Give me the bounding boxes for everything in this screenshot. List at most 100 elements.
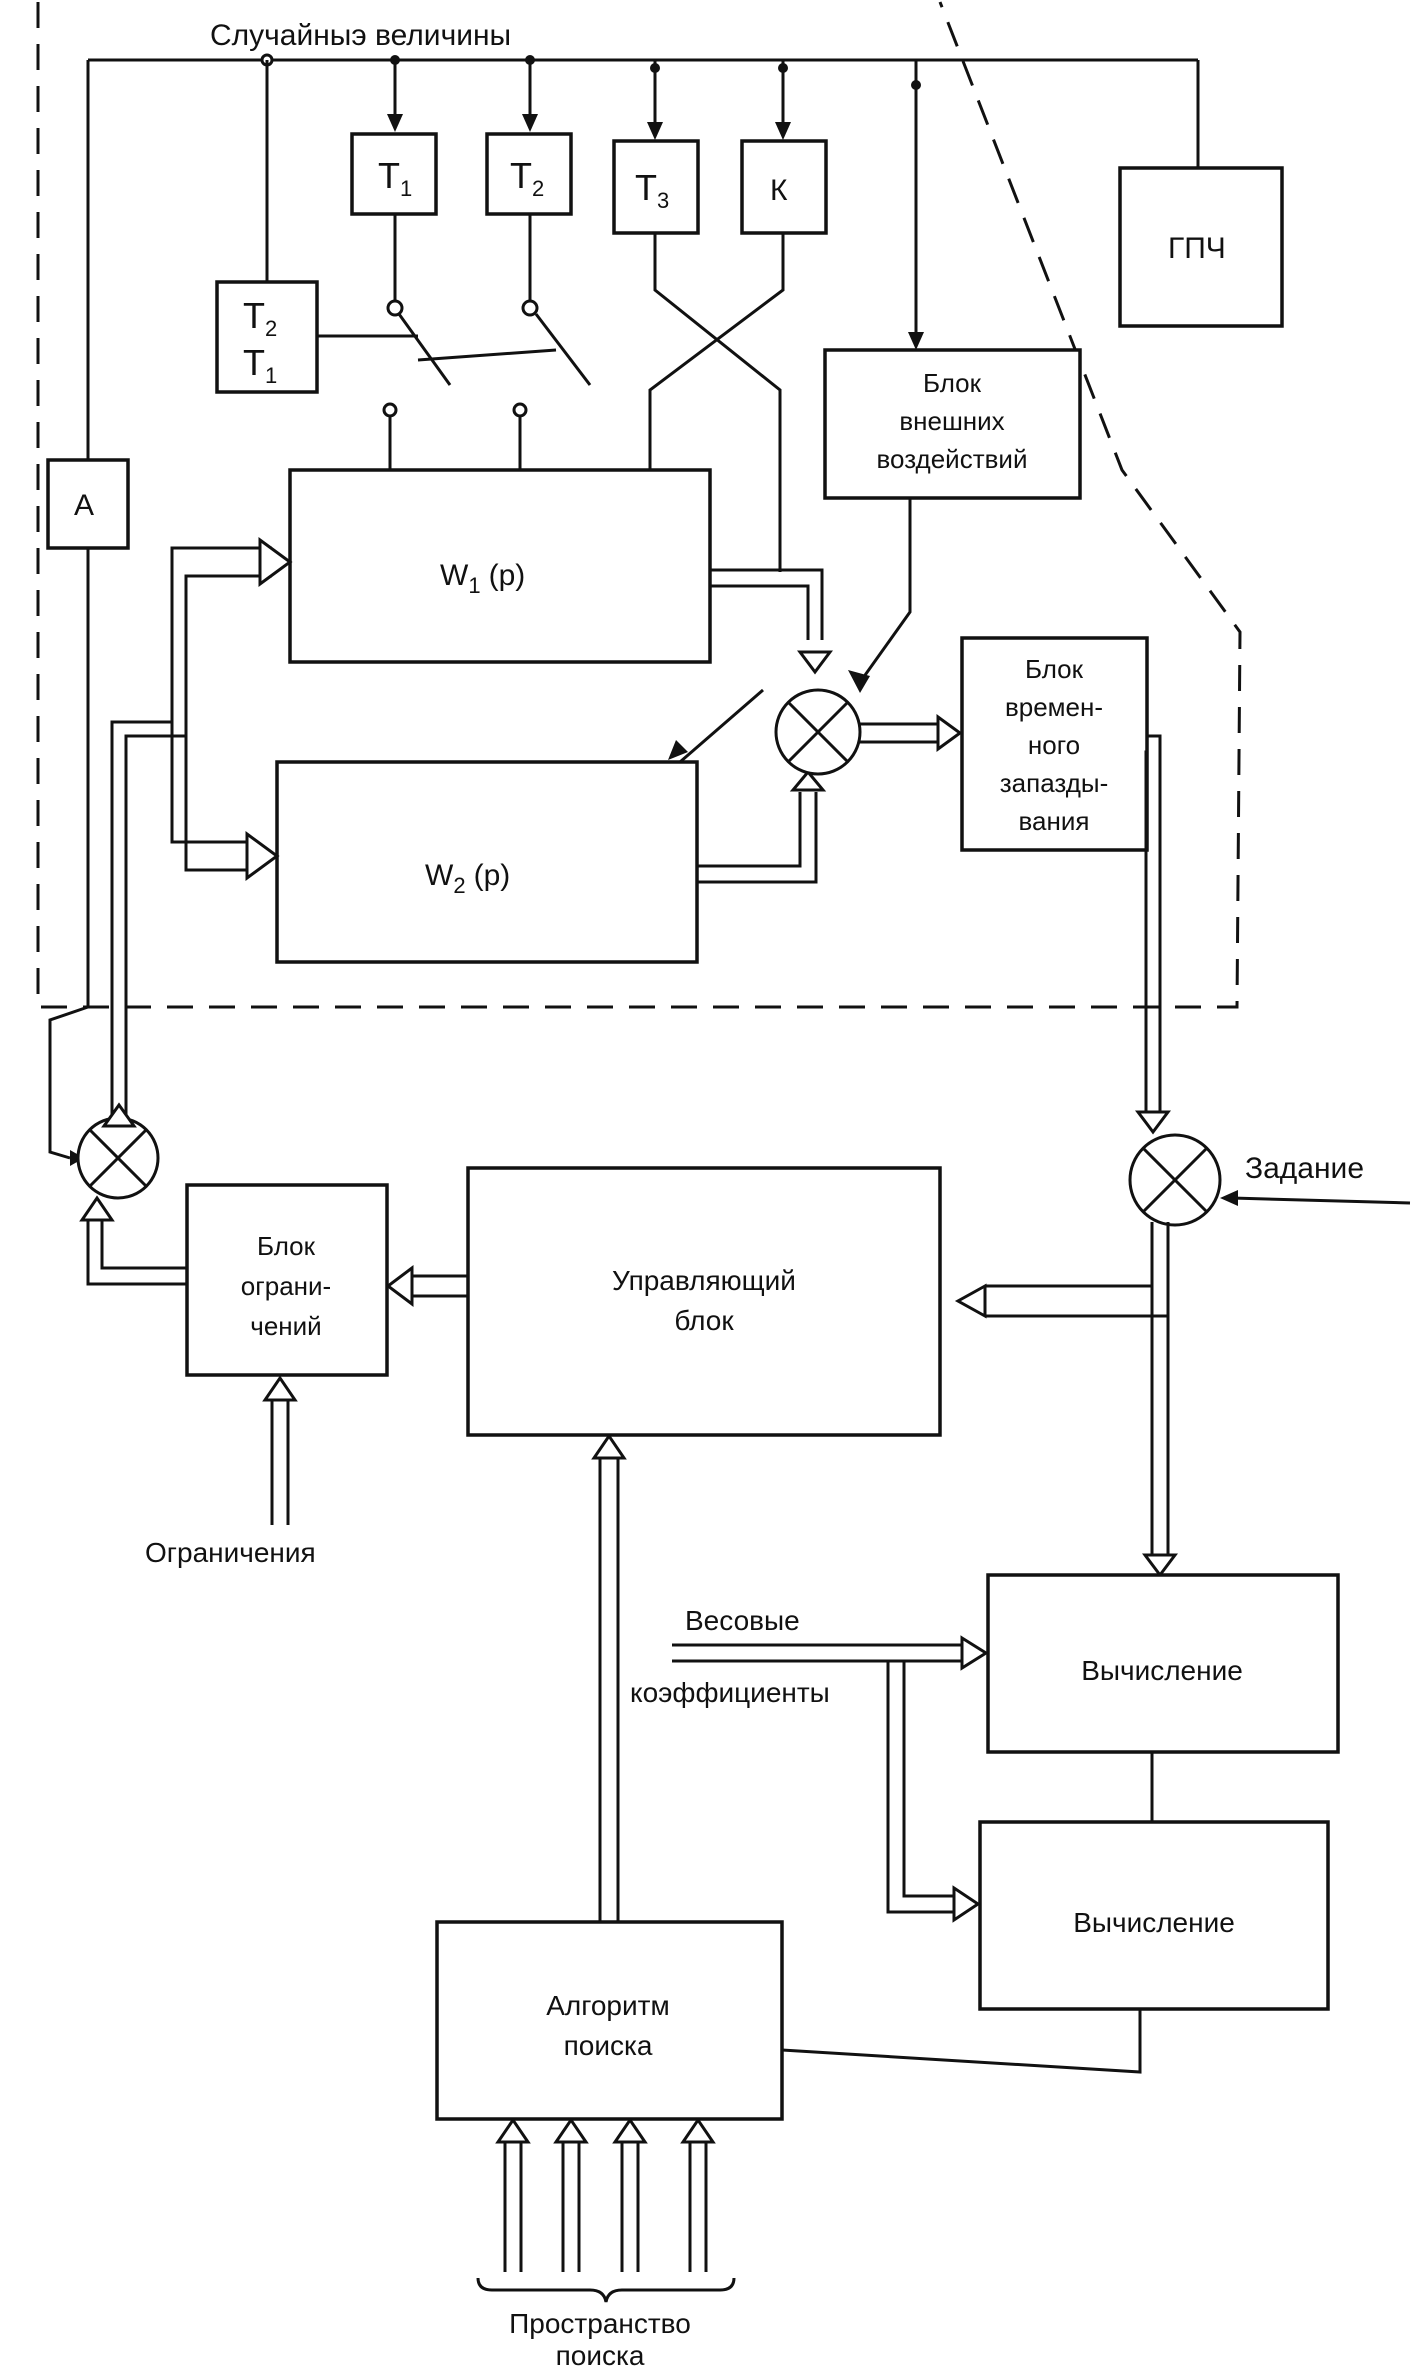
plant-boundary <box>36 1 1242 1009</box>
contact-terminal <box>512 402 528 418</box>
weights-label-1: Весовые <box>685 1605 800 1636</box>
summator-error <box>1128 1133 1222 1227</box>
search-algo-label-2: поиска <box>564 2030 653 2061</box>
summator-input <box>76 1116 160 1200</box>
search-algo-label-1: Алгоритм <box>546 1990 669 2021</box>
bus-arrowhead <box>1142 1553 1178 1578</box>
restriction-block <box>185 1183 389 1377</box>
delay-block <box>960 636 1149 852</box>
delay-out-bus <box>1144 750 1148 1115</box>
arrowhead <box>908 332 924 350</box>
input-bus-w2-outer <box>170 722 258 844</box>
w2-out-bus <box>697 792 818 884</box>
bus-arrowhead <box>952 1885 981 1923</box>
bus-arrowhead <box>789 769 827 792</box>
a-block <box>46 458 130 550</box>
external-to-sum <box>856 498 912 686</box>
w2-label: W2(p) <box>425 859 510 898</box>
bus-arrowhead <box>591 1433 627 1460</box>
arrowhead <box>387 114 403 132</box>
arrowhead <box>668 740 688 760</box>
switch-blade-1 <box>397 313 452 386</box>
restriction-label-2: ограни- <box>241 1271 331 1301</box>
delay-out-bus <box>1147 734 1162 1115</box>
k-block <box>740 139 828 235</box>
switch-contact <box>386 299 404 317</box>
restriction-to-sum <box>86 1218 187 1286</box>
search-space-label-1: Пространство <box>509 2308 691 2339</box>
t1-label: T1 <box>378 155 412 201</box>
search-space-label-2: поиска <box>556 2340 645 2370</box>
delay-label-5: вания <box>1019 806 1090 836</box>
w2-out-bus <box>697 792 802 868</box>
t2-label: T2 <box>510 155 544 201</box>
bus-arrowhead <box>101 1102 137 1128</box>
gpch-block <box>1118 166 1284 328</box>
control-block <box>466 1166 942 1437</box>
restriction-to-sum <box>100 1218 187 1270</box>
bus-arrowhead <box>1135 1110 1171 1135</box>
restriction-label-3: чений <box>250 1311 321 1341</box>
input-bus-w2-inner <box>184 736 258 872</box>
arrowhead <box>522 114 538 132</box>
delay-label-2: времен- <box>1005 692 1103 722</box>
t2t1-top-label: T2 <box>243 295 277 341</box>
weights-bus-2 <box>886 1661 954 1914</box>
assignment-line <box>1231 1196 1411 1205</box>
w1-label: W1(p) <box>440 559 525 598</box>
error-to-control <box>985 1222 1154 1288</box>
arrowhead <box>647 122 663 140</box>
bus-arrowhead <box>258 537 293 587</box>
switch-linkage <box>417 348 557 362</box>
external-label-1: Блок <box>923 368 982 398</box>
restrictions-label: Ограничения <box>145 1537 316 1568</box>
external-block <box>823 348 1082 500</box>
delay-label-3: ного <box>1028 730 1080 760</box>
switch-blade-2 <box>534 313 592 386</box>
control-label-2: блок <box>674 1305 734 1336</box>
t2t1-block <box>215 280 319 394</box>
w1-out-bus <box>710 568 824 640</box>
calc2-label: Вычисление <box>1073 1907 1235 1938</box>
w1-out-bus <box>710 584 810 640</box>
t3-into-w2 <box>679 688 764 764</box>
bus-arrowhead <box>797 650 833 675</box>
arrowhead <box>848 670 870 693</box>
bus-arrowhead <box>79 1195 115 1222</box>
delay-label-1: Блок <box>1025 654 1084 684</box>
weights-label-2: коэффициенты <box>630 1677 830 1708</box>
t3-block <box>612 139 700 235</box>
control-label-1: Управляющий <box>612 1265 796 1296</box>
bus-arrowhead <box>245 831 280 881</box>
restriction-label-1: Блок <box>257 1231 316 1261</box>
a-to-sum1 <box>48 1005 89 1160</box>
random-values-label: Случайныэ величины <box>210 19 511 52</box>
calc-to-algo <box>781 2009 1142 2074</box>
w2-block <box>275 760 699 964</box>
calc1-label: Вычисление <box>1081 1655 1243 1686</box>
w1-block <box>288 468 712 664</box>
bus-arrowhead <box>936 714 963 752</box>
bus-arrowhead <box>954 1283 987 1319</box>
switch-contact <box>521 299 539 317</box>
bus-arrowhead <box>960 1635 989 1671</box>
summator-plant <box>774 688 862 776</box>
error-to-control <box>985 1222 1170 1318</box>
k-to-w1 <box>648 233 785 470</box>
calc1-block <box>986 1573 1340 1754</box>
delay-label-4: запазды- <box>1000 768 1109 798</box>
k-label: К <box>770 174 788 207</box>
contact-terminal <box>382 402 398 418</box>
weights-bus-2 <box>902 1661 954 1898</box>
t2-block <box>485 132 573 216</box>
external-label-2: внешних <box>899 406 1004 436</box>
t1-block <box>350 132 438 216</box>
arrowhead <box>1220 1190 1238 1206</box>
gpch-label: ГПЧ <box>1168 232 1226 265</box>
external-label-3: воздействий <box>877 444 1028 474</box>
a-label: А <box>74 489 94 522</box>
t3-label: T3 <box>635 167 669 213</box>
calc2-block <box>978 1820 1330 2011</box>
